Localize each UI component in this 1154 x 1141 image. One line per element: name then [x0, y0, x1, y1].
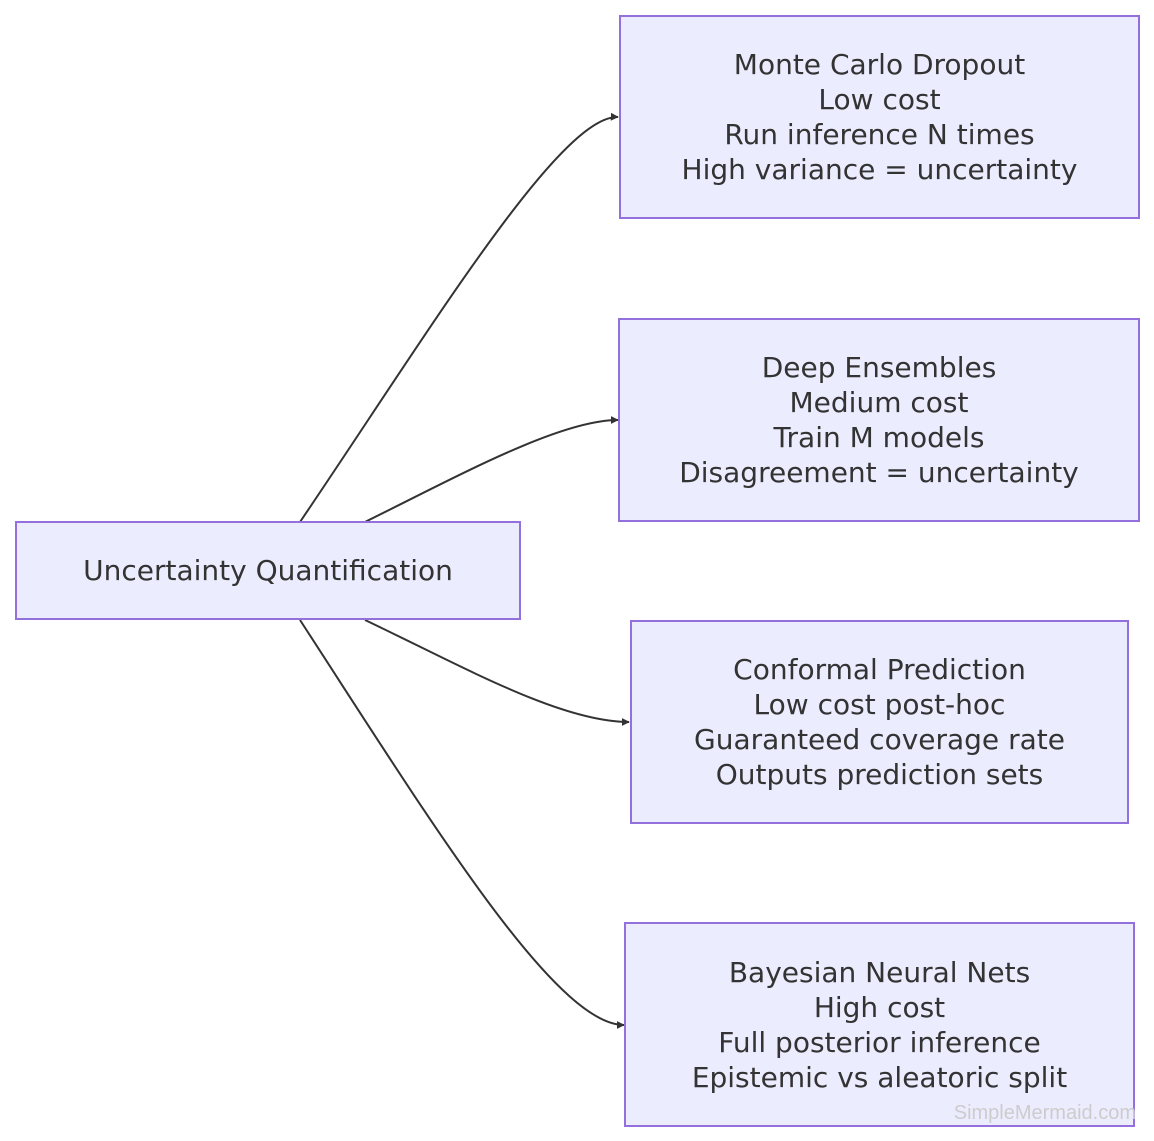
- method-title: Conformal Prediction: [733, 653, 1026, 686]
- method-detail: Disagreement = uncertainty: [679, 456, 1079, 489]
- method-detail: Outputs prediction sets: [715, 758, 1044, 791]
- method-node-deep-ensembles: Deep Ensembles Medium cost Train M model…: [618, 318, 1140, 522]
- method-detail: Epistemic vs aleatoric split: [691, 1060, 1068, 1094]
- method-detail: High variance = uncertainty: [681, 153, 1078, 186]
- edge-root-to-bayesian-neural-nets: [299, 619, 625, 1029]
- method-detail: Train M models: [773, 421, 985, 454]
- method-cost: High cost: [813, 990, 946, 1024]
- root-node: Uncertainty Quantification: [15, 521, 521, 620]
- method-node-monte-carlo-dropout: Monte Carlo Dropout Low cost Run inferen…: [619, 15, 1140, 219]
- method-cost: Medium cost: [789, 386, 969, 419]
- method-detail: Guaranteed coverage rate: [694, 723, 1065, 756]
- method-title: Monte Carlo Dropout: [733, 48, 1026, 81]
- root-node-label: Uncertainty Quantification: [83, 554, 453, 587]
- method-detail: Run inference N times: [724, 118, 1035, 151]
- method-cost: Low cost: [818, 83, 941, 116]
- edge-root-to-deep-ensembles: [364, 416, 619, 523]
- method-title: Bayesian Neural Nets: [728, 955, 1031, 989]
- method-detail: Full posterior inference: [718, 1025, 1041, 1059]
- edge-root-to-monte-carlo-dropout: [299, 112, 619, 523]
- edge-root-to-conformal-prediction: [364, 619, 630, 726]
- method-title: Deep Ensembles: [761, 351, 997, 384]
- watermark: SimpleMermaid.com: [953, 1102, 1136, 1124]
- method-node-conformal-prediction: Conformal Prediction Low cost post-hoc G…: [630, 620, 1129, 824]
- method-cost: Low cost post-hoc: [753, 688, 1006, 721]
- method-node-bayesian-neural-nets: Bayesian Neural Nets High cost Full post…: [624, 922, 1135, 1127]
